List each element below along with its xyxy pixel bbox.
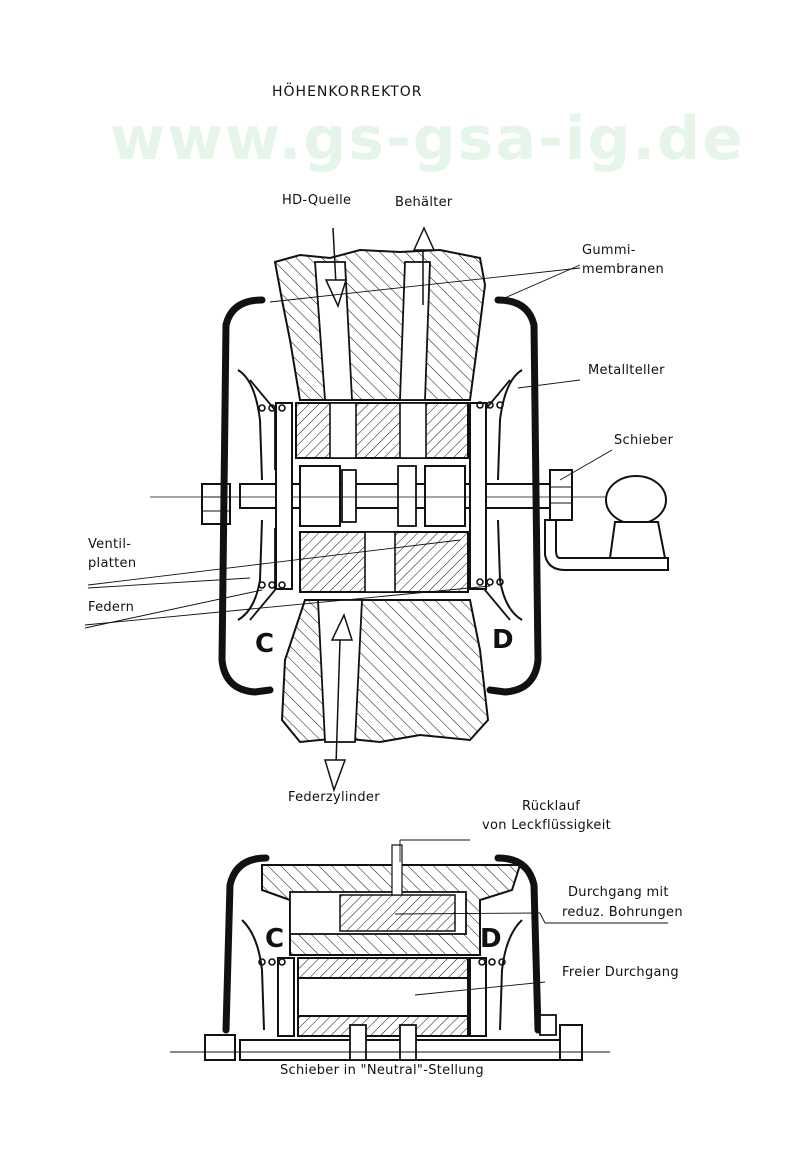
- bottom-shaft: [170, 1014, 610, 1061]
- valve-plate-upper: [295, 402, 469, 459]
- leader-lines-bottom: [394, 839, 668, 996]
- bottom-springs: [258, 958, 506, 966]
- label-durchgang-2: reduz. Bohrungen: [562, 905, 683, 920]
- chamber-c: C: [255, 629, 275, 659]
- label-gummi-2: membranen: [582, 262, 665, 277]
- page-title: HÖHENKORREKTOR: [272, 84, 423, 100]
- leader-lines-top: [84, 264, 613, 629]
- membrane-left: [218, 296, 293, 696]
- springs: [258, 401, 504, 589]
- label-durchgang-1: Durchgang mit: [568, 885, 669, 900]
- label-behaelter: Behälter: [395, 195, 453, 210]
- upper-body: [273, 248, 487, 401]
- bottom-valve-plate: [297, 957, 469, 1037]
- label-ventil-1: Ventil-: [88, 537, 132, 552]
- slide-valve: [150, 465, 660, 527]
- bottom-chamber-c: C: [265, 924, 285, 954]
- arrow-behaelter: [412, 226, 436, 305]
- label-ventil-2: platten: [88, 556, 137, 571]
- label-freier-durchgang: Freier Durchgang: [562, 965, 679, 980]
- label-gummi-1: Gummi-: [582, 243, 636, 258]
- label-hd-quelle: HD-Quelle: [282, 193, 352, 208]
- label-federn: Federn: [88, 600, 135, 615]
- lever-ball: [544, 475, 669, 571]
- arrow-hd-quelle: [324, 227, 348, 309]
- bottom-housing: [261, 844, 522, 956]
- bottom-membrane-left: [222, 854, 295, 1037]
- label-ruecklauf-1: Rücklauf: [522, 799, 581, 814]
- label-ruecklauf-2: von Leckflüssigkeit: [482, 818, 612, 833]
- watermark: www.gs-gsa-ig.de: [110, 104, 745, 174]
- label-metallteller: Metallteller: [588, 363, 665, 378]
- bottom-membrane-right: [469, 854, 542, 1037]
- chamber-d: D: [492, 625, 514, 655]
- caption-neutral: Schieber in "Neutral"-Stellung: [280, 1063, 484, 1078]
- label-schieber: Schieber: [614, 433, 674, 448]
- bottom-chamber-d: D: [480, 924, 502, 954]
- label-federzylinder: Federzylinder: [288, 790, 380, 805]
- lower-body: [280, 599, 490, 744]
- valve-plate-lower: [299, 531, 469, 593]
- arrow-federzylinder: [323, 612, 354, 793]
